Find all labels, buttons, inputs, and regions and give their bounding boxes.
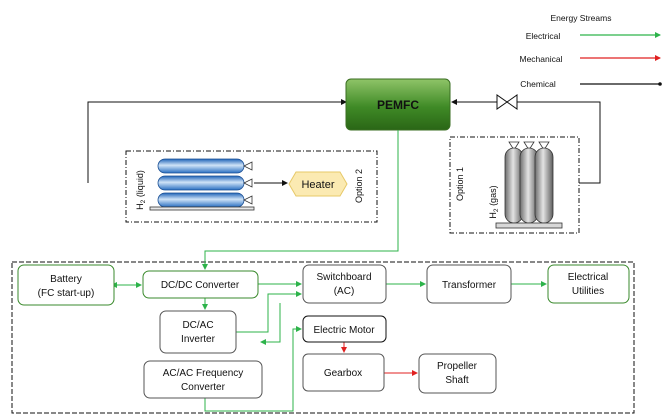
legend-electrical-label: Electrical — [526, 31, 561, 41]
gearbox-box — [302, 353, 385, 392]
electrical-utilities-label-line2: Utilities — [572, 286, 604, 297]
option2-group: H2 (liquid) Option 2 Heater — [125, 150, 378, 223]
dcac-inverter-box — [159, 310, 237, 354]
component-boxes: Battery (FC start-up) DC/DC Converter DC… — [17, 264, 630, 399]
liquid-tank-base — [149, 206, 255, 211]
h2-liquid-label: H2 (liquid) — [135, 170, 147, 210]
option2-label: Option 2 — [354, 169, 364, 203]
option1-group: Option 1 H2 (gas) — [449, 136, 580, 234]
dcac-inverter-label-line1: DC/AC — [182, 320, 213, 331]
pemfc-label: PEMFC — [377, 98, 419, 112]
propeller-shaft-box — [418, 353, 497, 394]
electric-motor-box — [302, 315, 387, 343]
gas-cylinder-3 — [534, 147, 554, 224]
electrical-utilities-box — [547, 264, 630, 304]
valve-icon — [496, 94, 518, 110]
acac-converter-label-line2: Converter — [181, 382, 226, 393]
electric-motor-label: Electric Motor — [313, 325, 375, 336]
gearbox-label: Gearbox — [324, 368, 362, 379]
mechanical-flows — [341, 342, 418, 376]
legend-chemical-label: Chemical — [520, 79, 556, 89]
legend-mechanical-label: Mechanical — [520, 54, 563, 64]
option1-frame — [449, 136, 580, 234]
propeller-shaft-label-line1: Propeller — [437, 361, 478, 372]
acac-to-motor-line — [204, 326, 302, 412]
gas-cylinder-base — [495, 222, 563, 229]
transformer-label: Transformer — [442, 280, 497, 291]
dcdc-converter-box — [142, 270, 259, 299]
electrical-utilities-label-line1: Electrical — [568, 272, 609, 283]
pemfc-to-dcdc-line — [202, 130, 399, 270]
option2-frame — [125, 150, 378, 223]
legend: Energy Streams Electrical Mechanical Che… — [520, 13, 662, 89]
liquid-tank-1 — [157, 158, 245, 174]
switchboard-to-acac-line — [260, 303, 281, 345]
h2-liquid-to-pemfc-line — [87, 99, 347, 183]
dcdc-converter-label: DC/DC Converter — [161, 280, 240, 291]
electrical-system-frame — [11, 261, 635, 414]
pemfc-block: PEMFC — [345, 78, 451, 131]
switchboard-box — [302, 264, 387, 304]
inverter-to-switchboard-line — [236, 291, 302, 333]
propeller-shaft-label-line2: Shaft — [445, 375, 469, 386]
heater-box — [288, 171, 348, 197]
acac-converter-box — [143, 360, 263, 399]
cylinder-valve-icons — [508, 141, 550, 151]
switchboard-label-line1: Switchboard — [316, 272, 371, 283]
battery-label-line2: (FC start-up) — [38, 288, 95, 299]
battery-label-line1: Battery — [50, 274, 82, 285]
legend-title: Energy Streams — [551, 13, 612, 23]
liquid-tank-2 — [157, 175, 245, 191]
heater-label: Heater — [301, 179, 334, 191]
chemical-flows — [87, 94, 601, 184]
transformer-box — [426, 264, 512, 304]
switchboard-label-line2: (AC) — [334, 286, 355, 297]
acac-converter-label-line1: AC/AC Frequency — [163, 368, 244, 379]
dcac-inverter-label-line2: Inverter — [181, 334, 216, 345]
battery-box — [17, 264, 115, 306]
tank-valve-icons — [243, 161, 253, 205]
option1-label: Option 1 — [455, 167, 465, 201]
h2-gas-to-pemfc-line — [451, 99, 601, 184]
electrical-flows — [111, 130, 547, 412]
liquid-tank-3 — [157, 192, 245, 208]
h2-gas-label: H2 (gas) — [488, 185, 500, 218]
